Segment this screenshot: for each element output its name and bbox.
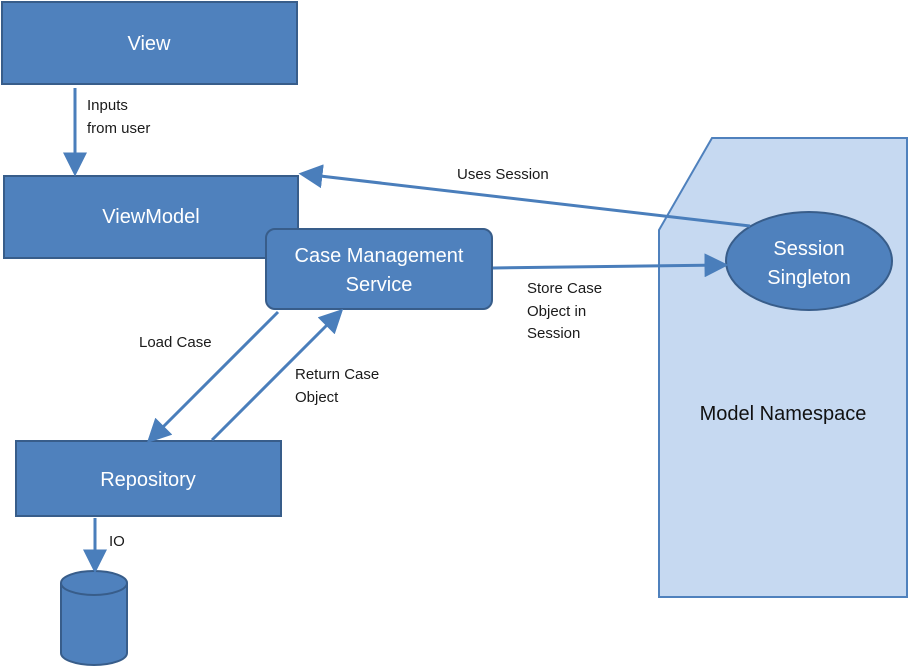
edge-label-store-line3: Session <box>527 325 580 342</box>
edge-label-load-case: Load Case <box>139 334 212 351</box>
case-management-service-label-line1: Case Management <box>295 245 464 267</box>
viewmodel-label: ViewModel <box>102 206 199 228</box>
session-singleton-label-line2: Singleton <box>767 267 850 289</box>
view-box <box>1 1 298 85</box>
arrow-repository-to-cms <box>210 308 344 442</box>
edge-label-store-line1: Store Case <box>527 280 602 297</box>
model-namespace-shape <box>658 137 908 598</box>
view-node: View <box>1 1 298 85</box>
edge-label-return-line2: Object <box>295 389 339 406</box>
database-cylinder-top <box>60 570 128 596</box>
case-management-service-node: Case Management Service <box>265 228 493 310</box>
model-namespace-container: Model Namespace <box>658 137 908 598</box>
edge-label-io: IO <box>109 533 125 550</box>
session-singleton-label-line1: Session <box>773 238 844 260</box>
case-management-service-label-line2: Service <box>346 274 413 296</box>
database-cylinder-body <box>60 583 128 666</box>
edge-label-uses-session: Uses Session <box>457 166 549 183</box>
model-namespace-label: Model Namespace <box>700 403 867 425</box>
session-singleton-ellipse <box>725 211 893 311</box>
view-label: View <box>128 33 172 55</box>
session-singleton-node: Session Singleton <box>725 211 893 311</box>
edge-label-store-line2: Object in <box>527 303 586 320</box>
case-management-service-box <box>265 228 493 310</box>
viewmodel-node: ViewModel <box>3 175 299 259</box>
arrow-session-to-viewmodel <box>298 164 751 228</box>
viewmodel-box <box>3 175 299 259</box>
edge-label-return-line1: Return Case <box>295 366 379 383</box>
edge-label-inputs-line2: from user <box>87 120 150 137</box>
repository-label: Repository <box>100 469 196 491</box>
arrow-cms-to-repository <box>146 310 280 444</box>
repository-node: Repository <box>15 440 282 517</box>
database-cylinder-icon <box>60 570 128 666</box>
edge-label-inputs-line1: Inputs <box>87 97 128 114</box>
arrow-cms-to-session <box>492 253 729 278</box>
